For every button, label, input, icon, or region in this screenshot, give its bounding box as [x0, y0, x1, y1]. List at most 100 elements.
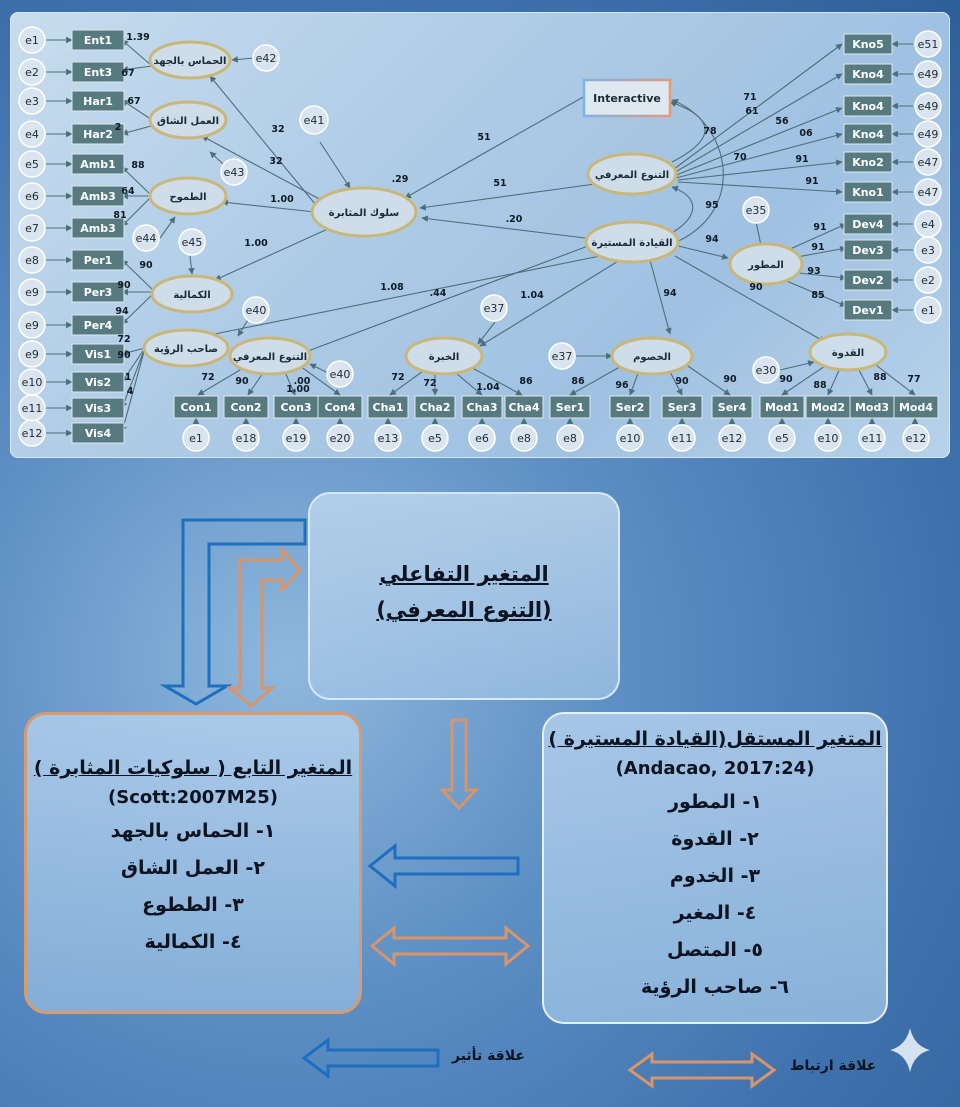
coefficient: 1.04	[476, 382, 500, 393]
coefficient: 90	[749, 282, 763, 293]
error-term: e11	[862, 432, 883, 445]
indicator-box: Ser1	[556, 401, 584, 414]
independent-title: المتغير المستقل(القيادة المستيرة )	[548, 728, 882, 750]
legend-effect-arrow	[301, 1037, 440, 1079]
right-indicators: Kno5 Kno4 Kno4 Kno4 Kno2 Kno1 Dev4 Dev3 …	[843, 33, 893, 321]
indicator-box: Kno5	[852, 38, 884, 51]
error-term: e40	[246, 304, 267, 317]
indicator-box: Har1	[83, 95, 113, 108]
latent-enthusiasm: الحماس بالجهد	[154, 56, 227, 67]
coefficient: 1.39	[126, 32, 149, 43]
coefficient: 95	[705, 200, 718, 211]
latent-model: القدوة	[832, 348, 864, 359]
error-term: e1	[921, 304, 935, 317]
coefficient: 90	[235, 376, 249, 387]
dependent-item: ٤- الكمالية	[144, 931, 242, 953]
coefficient: 64	[121, 186, 135, 197]
sparkle-icon	[890, 1028, 930, 1072]
indicator-box: Mod1	[765, 401, 799, 414]
error-term: e30	[756, 364, 777, 377]
latent-hardwork: العمل الشاق	[157, 116, 219, 127]
effect-arrow-independent-to-dependent	[367, 842, 520, 890]
error-term: e13	[378, 432, 399, 445]
coefficient: 2	[115, 122, 122, 133]
error-term: e1	[25, 34, 39, 47]
coefficient: 56	[775, 116, 789, 127]
coefficient: 78	[703, 126, 717, 137]
latent-perfection: الكمالية	[173, 290, 210, 301]
independent-item: ٢- القدوة	[671, 828, 759, 850]
indicator-box: Ser3	[668, 401, 696, 414]
indicator-box: Vis2	[85, 376, 111, 389]
indicator-box: Amb1	[80, 158, 116, 171]
coefficient: 90	[779, 374, 793, 385]
indicator-box: Per3	[84, 286, 113, 299]
latent-cognitive-diversity-top: التنوع المعرفي	[595, 170, 669, 181]
coefficient: 91	[811, 242, 824, 253]
coefficient: 88	[131, 160, 145, 171]
indicator-box: Ent1	[84, 34, 112, 47]
indicator-box: Cha1	[373, 401, 404, 414]
error-term: e49	[918, 68, 939, 81]
coefficient: 90	[139, 260, 153, 271]
error-term: e51	[918, 38, 939, 51]
indicator-box: Kno2	[852, 156, 884, 169]
indicator-box: Ent3	[84, 66, 112, 79]
independent-item: ١- المطور	[668, 791, 762, 813]
independent-citation: (Andacao, 2017:24)	[615, 758, 815, 779]
coefficient: 85	[811, 290, 824, 301]
coefficient: 94	[705, 234, 719, 245]
latent-variables: الحماس بالجهد العمل الشاق الطموح الكمالي…	[142, 40, 888, 376]
independent-item: ٥- المتصل	[667, 939, 763, 961]
error-term: e49	[918, 128, 939, 141]
error-term: e9	[25, 286, 39, 299]
indicator-box: Amb3	[80, 222, 116, 235]
dependent-item: ٢- العمل الشاق	[121, 857, 265, 879]
error-term: e8	[517, 432, 531, 445]
coefficient: 70	[733, 152, 747, 163]
coefficient: 90	[723, 374, 737, 385]
indicator-box: Dev3	[852, 244, 883, 257]
coefficient: 1.00	[286, 384, 310, 395]
coefficient: 91	[795, 154, 808, 165]
error-term: e10	[818, 432, 839, 445]
effect-arrow-interactive-to-dependent	[159, 518, 307, 706]
coefficient: 1.04	[520, 290, 544, 301]
indicator-box: Con2	[230, 401, 261, 414]
indicator-box: Per4	[84, 319, 113, 332]
indicator-box: Kno4	[852, 100, 884, 113]
coefficient: 32	[271, 124, 284, 135]
independent-item: ٤- المغير	[673, 902, 757, 924]
error-term: e3	[921, 244, 935, 257]
dependent-item: ١- الحماس بالجهد	[110, 820, 276, 842]
coefficient: 86	[571, 376, 585, 387]
independent-variable-panel: المتغير المستقل(القيادة المستيرة ) (Anda…	[542, 712, 888, 1024]
independent-item: ٣- الخدوم	[669, 865, 761, 887]
coefficient: 94	[663, 288, 677, 299]
error-term: e49	[918, 100, 939, 113]
indicator-box: Cha4	[509, 401, 540, 414]
error-term: e11	[22, 402, 43, 415]
error-term: e19	[286, 432, 307, 445]
dependent-item: ٣- الططوع	[142, 894, 244, 916]
indicator-box: Vis3	[85, 402, 111, 415]
error-term: e9	[25, 348, 39, 361]
error-term: e3	[25, 95, 39, 108]
correlation-arrow-down	[438, 718, 480, 811]
indicator-box: Kno4	[852, 128, 884, 141]
coefficient: 1.00	[270, 194, 294, 205]
error-term: e12	[722, 432, 743, 445]
independent-item: ٦- صاحب الرؤية	[641, 976, 789, 998]
coefficient: 90	[117, 280, 131, 291]
indicator-box: Amb3	[80, 190, 116, 203]
indicator-box: Mod3	[855, 401, 889, 414]
error-term: e5	[775, 432, 789, 445]
latent-developer: المطور	[747, 260, 784, 271]
error-term: e40	[330, 368, 351, 381]
coefficient: 81	[113, 210, 126, 221]
error-term: e5	[25, 158, 39, 171]
error-term: e37	[552, 350, 573, 363]
indicator-box: Ser4	[718, 401, 747, 414]
latent-servant-leadership: القيادة المستيرة	[591, 238, 672, 249]
indicator-box: Har2	[83, 128, 113, 141]
